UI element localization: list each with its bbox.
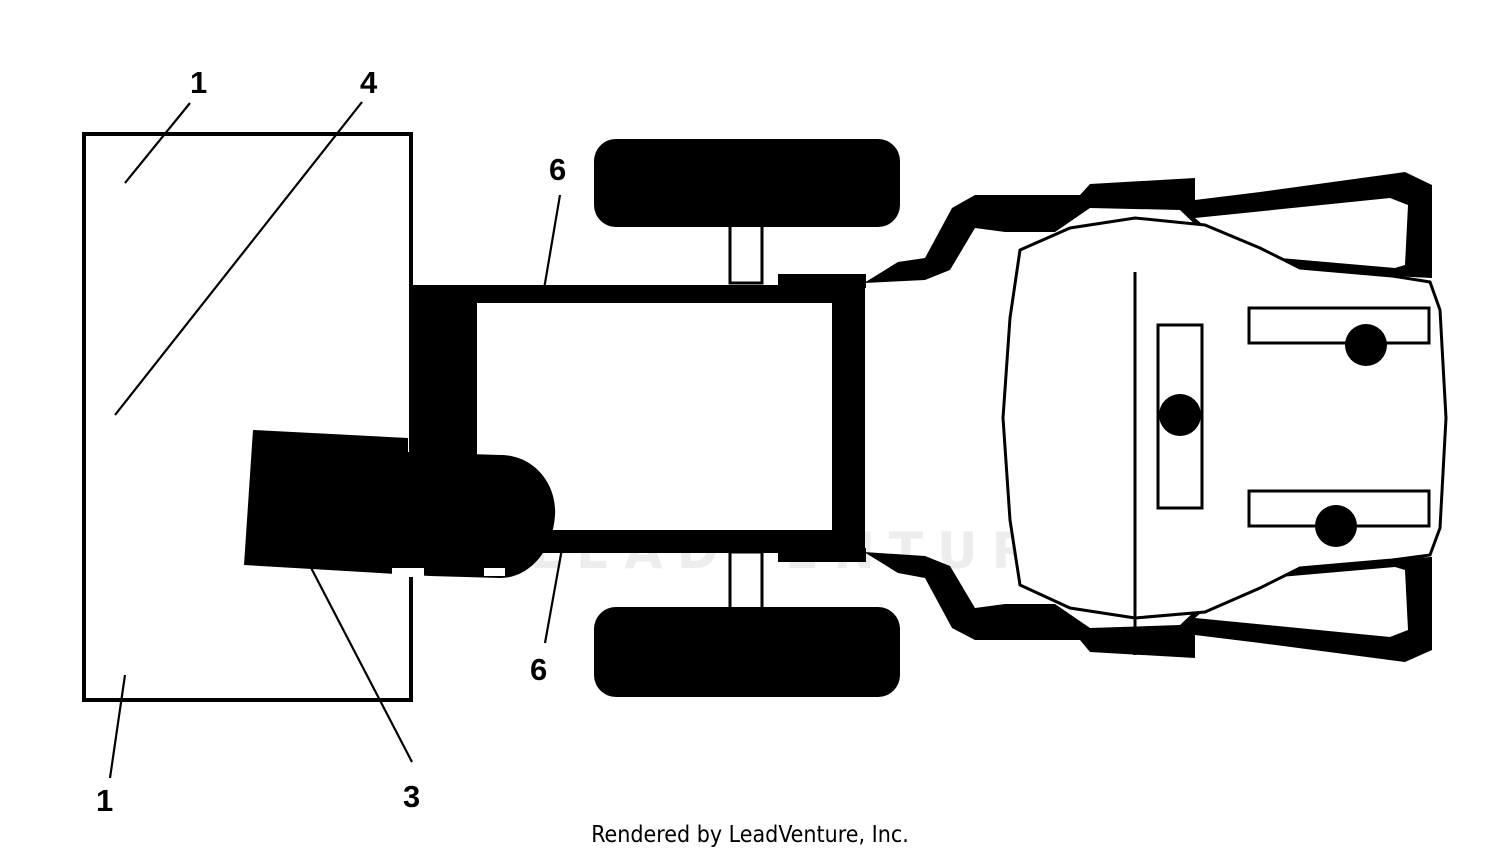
callout-6-bottom: 6 — [530, 652, 547, 687]
axle-rear — [728, 550, 764, 614]
callout-1-bottom: 1 — [96, 783, 113, 818]
callout-1-top: 1 — [190, 65, 207, 100]
callout-3: 3 — [403, 779, 420, 814]
hood-fastener-center — [1159, 394, 1201, 436]
hood-decal-upper — [1247, 306, 1431, 345]
hood-fastener-lower — [1315, 505, 1357, 547]
tractor-body — [864, 172, 1448, 662]
frame-lower-rail — [778, 548, 866, 562]
discharge-chute — [244, 430, 556, 578]
axle-front — [728, 223, 764, 285]
leader-line-1-bottom — [108, 674, 127, 779]
leader-line-4 — [114, 101, 363, 416]
chute-bracket — [392, 568, 505, 577]
frame-upper-rail — [778, 274, 866, 288]
callout-6-top: 6 — [549, 152, 566, 187]
leader-line-6-bottom — [543, 542, 565, 644]
engine-hood — [1001, 216, 1448, 620]
leader-line-6-top — [541, 194, 562, 296]
leader-line-3 — [280, 509, 413, 763]
wheel-front — [594, 139, 900, 227]
render-credit: Rendered by LeadVenture, Inc. — [591, 822, 909, 848]
mower-deck — [82, 132, 413, 702]
hood-fastener-upper — [1345, 324, 1387, 366]
wheel-rear — [594, 607, 900, 697]
leader-line-1-top — [124, 102, 191, 184]
callout-4: 4 — [360, 65, 378, 100]
